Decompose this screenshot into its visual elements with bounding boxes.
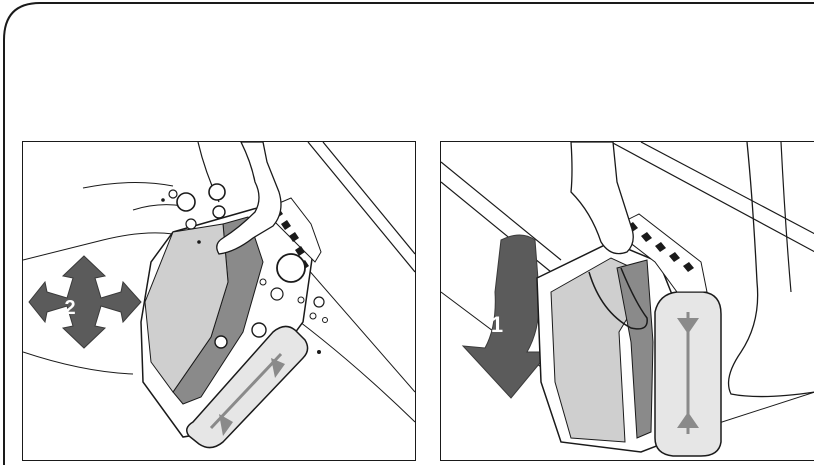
step-number-1: 1 (491, 312, 503, 337)
pool-wall-line (640, 142, 814, 235)
person-leg-outline (780, 142, 792, 293)
four-direction-shake-arrow-icon: 2 (28, 255, 142, 349)
pool-wall-line (307, 142, 415, 273)
pool-wall-line (610, 142, 814, 253)
step-2-illustration: 2 (23, 142, 415, 449)
pool-wall-line (322, 142, 415, 255)
robot-cleaner-placed-into-pool-icon (536, 142, 722, 457)
downward-curved-arrow-icon: 1 (461, 234, 551, 399)
step-1-illustration: 1 (441, 142, 814, 457)
water-line (23, 232, 174, 261)
step-2-panel: 2 (22, 141, 416, 461)
pool-wall-line (292, 251, 415, 393)
pool-wall-line (441, 161, 562, 261)
person-leg-outline (727, 142, 814, 398)
robot-cleaner-lifted-and-shaken-in-water-icon (140, 142, 328, 449)
step-1-panel: 1 (440, 141, 814, 461)
pool-floor-line (23, 351, 134, 375)
water-line (82, 181, 174, 189)
water-line (132, 204, 184, 211)
step-number-2: 2 (64, 297, 75, 319)
